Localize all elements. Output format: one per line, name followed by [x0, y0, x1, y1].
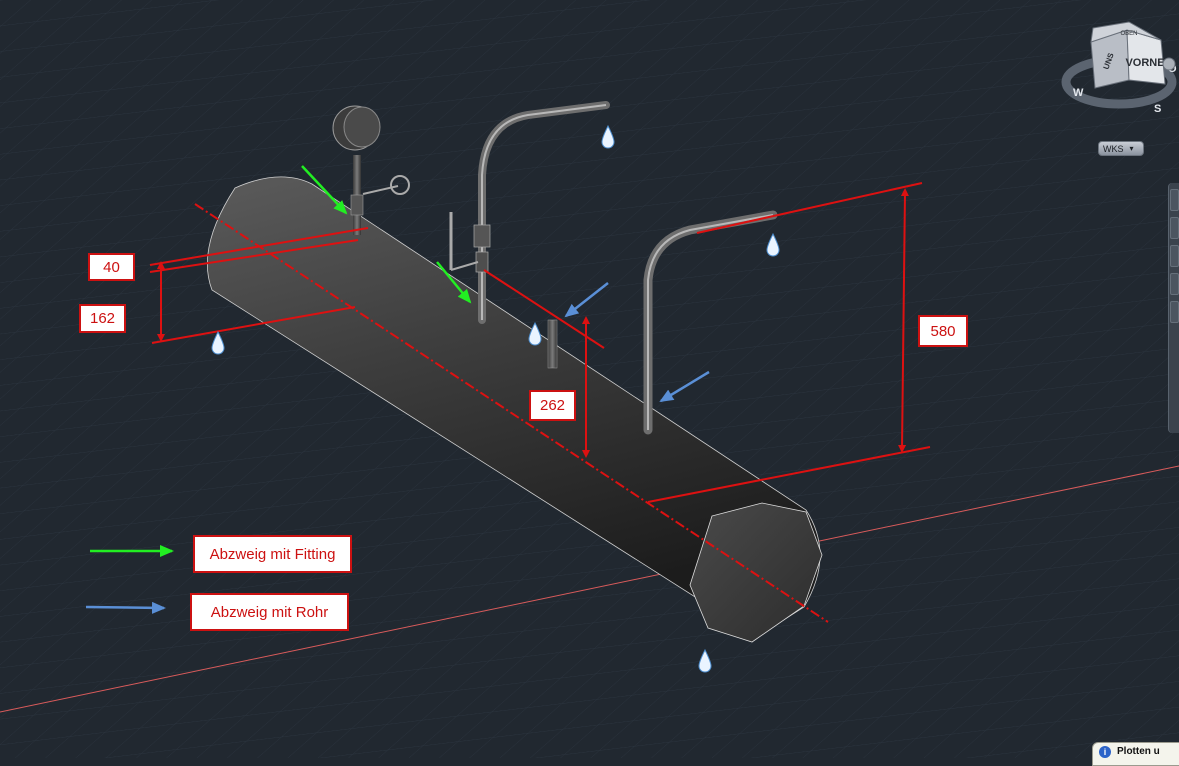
x-axis-line	[0, 465, 1179, 713]
water-drop-icon[interactable]	[766, 232, 780, 257]
pan-icon[interactable]	[1170, 217, 1179, 239]
viewcube[interactable]: VORNE UNS OBEN W S O	[1019, 0, 1179, 170]
zoom-icon[interactable]	[1170, 245, 1179, 267]
water-drop-icon[interactable]	[601, 124, 615, 149]
legend-rohr-label: Abzweig mit Rohr	[190, 593, 349, 631]
rohr-arrow-2	[659, 370, 710, 403]
info-icon: i	[1099, 746, 1111, 758]
water-drop-icon[interactable]	[698, 648, 712, 673]
notification-balloon[interactable]: i Plotten u	[1092, 742, 1179, 766]
ucs-menu-button[interactable]: WKS ▾	[1098, 141, 1144, 156]
showmotion-icon[interactable]	[1170, 301, 1179, 323]
fitting-arrow-1	[301, 165, 348, 215]
bent-pipe-branch-2[interactable]	[643, 210, 778, 435]
viewcube-home-icon[interactable]	[1162, 57, 1176, 71]
compass-w-label[interactable]: W	[1073, 87, 1084, 99]
water-drop-icon[interactable]	[528, 321, 542, 346]
chevron-down-icon: ▾	[1129, 144, 1134, 153]
notification-text: Plotten u	[1117, 746, 1160, 757]
dimension-lines	[149, 182, 931, 503]
dimension-label-162: 162	[79, 304, 126, 333]
fitting-arrow-2	[436, 261, 472, 304]
water-drop-icon[interactable]	[211, 330, 225, 355]
viewcube-top-label: OBEN	[1120, 31, 1137, 37]
dimension-label-40: 40	[88, 253, 135, 281]
gauge-branch[interactable]	[332, 105, 410, 235]
navigation-bar[interactable]	[1168, 183, 1179, 433]
legend-rohr-arrow	[85, 601, 166, 614]
dimension-label-580: 580	[918, 315, 968, 347]
stub-pipe[interactable]	[547, 319, 558, 369]
orbit-icon[interactable]	[1170, 273, 1179, 295]
compass-s-label[interactable]: S	[1154, 103, 1161, 115]
bent-pipe-branch-1[interactable]	[449, 101, 610, 324]
dimension-label-262: 262	[529, 390, 576, 421]
legend-fitting-label: Abzweig mit Fitting	[193, 535, 352, 573]
viewcube-front-label: VORNE	[1125, 57, 1164, 69]
ucs-menu-label: WKS	[1103, 143, 1124, 154]
rohr-arrow-1	[564, 282, 609, 318]
viewcube-top-face[interactable]	[1090, 21, 1162, 43]
full-navigation-wheel-icon[interactable]	[1170, 189, 1179, 211]
center-line	[194, 203, 829, 623]
